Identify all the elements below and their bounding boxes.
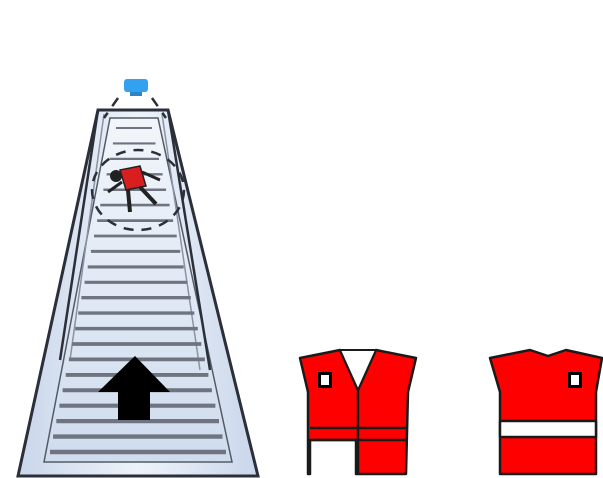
vest-back-icon — [490, 350, 602, 474]
vest-front-icon — [300, 350, 416, 474]
escalator-icon — [18, 110, 258, 476]
camera-icon — [124, 79, 148, 96]
